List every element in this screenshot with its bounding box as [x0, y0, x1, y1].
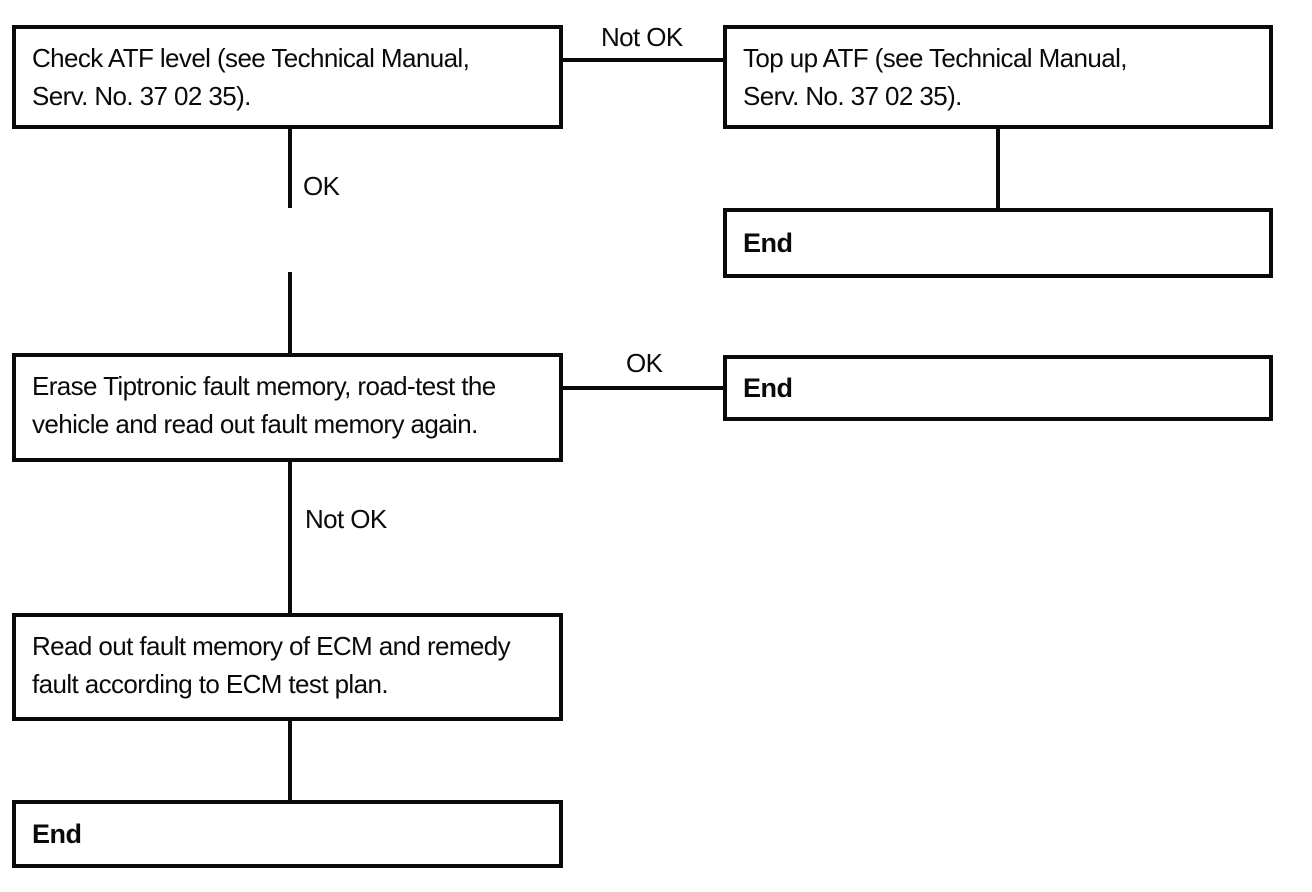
end-label: End [32, 818, 82, 849]
process-box-check-atf: Check ATF level (see Technical Manual, S… [12, 25, 563, 129]
process-box-top-up-atf: Top up ATF (see Technical Manual, Serv. … [723, 25, 1273, 129]
process-box-erase-memory: Erase Tiptronic fault memory, road-test … [12, 353, 563, 462]
end-label: End [743, 227, 793, 258]
box-text-line: Serv. No. 37 02 35). [32, 81, 251, 111]
process-box-read-ecm: Read out fault memory of ECM and remedy … [12, 613, 563, 721]
connector-erase-to-end [563, 386, 723, 390]
terminal-box-end-bottom: End [12, 800, 563, 868]
box-text-line: vehicle and read out fault memory again. [32, 409, 478, 439]
edge-label-not-ok-top: Not OK [601, 22, 683, 52]
box-text-line: Erase Tiptronic fault memory, road-test … [32, 371, 496, 401]
terminal-box-end-top-right: End [723, 208, 1273, 278]
connector-check-atf-to-top-up [563, 58, 723, 62]
connector-read-ecm-to-end [288, 721, 292, 800]
box-text-line: Check ATF level (see Technical Manual, [32, 43, 470, 73]
end-label: End [743, 372, 793, 403]
edge-label-ok-middle: OK [626, 348, 663, 378]
connector-check-atf-to-erase-lower-segment [288, 272, 292, 353]
edge-label-ok-left: OK [303, 171, 340, 201]
connector-check-atf-to-erase-upper-segment [288, 129, 292, 208]
edge-label-not-ok-left: Not OK [305, 504, 387, 534]
connector-top-up-to-end [996, 129, 1000, 208]
box-text-line: fault according to ECM test plan. [32, 669, 389, 699]
terminal-box-end-middle-right: End [723, 355, 1273, 421]
connector-erase-to-read-ecm [288, 462, 292, 613]
box-text-line: Top up ATF (see Technical Manual, [743, 43, 1128, 73]
box-text-line: Read out fault memory of ECM and remedy [32, 631, 511, 661]
box-text-line: Serv. No. 37 02 35). [743, 81, 962, 111]
